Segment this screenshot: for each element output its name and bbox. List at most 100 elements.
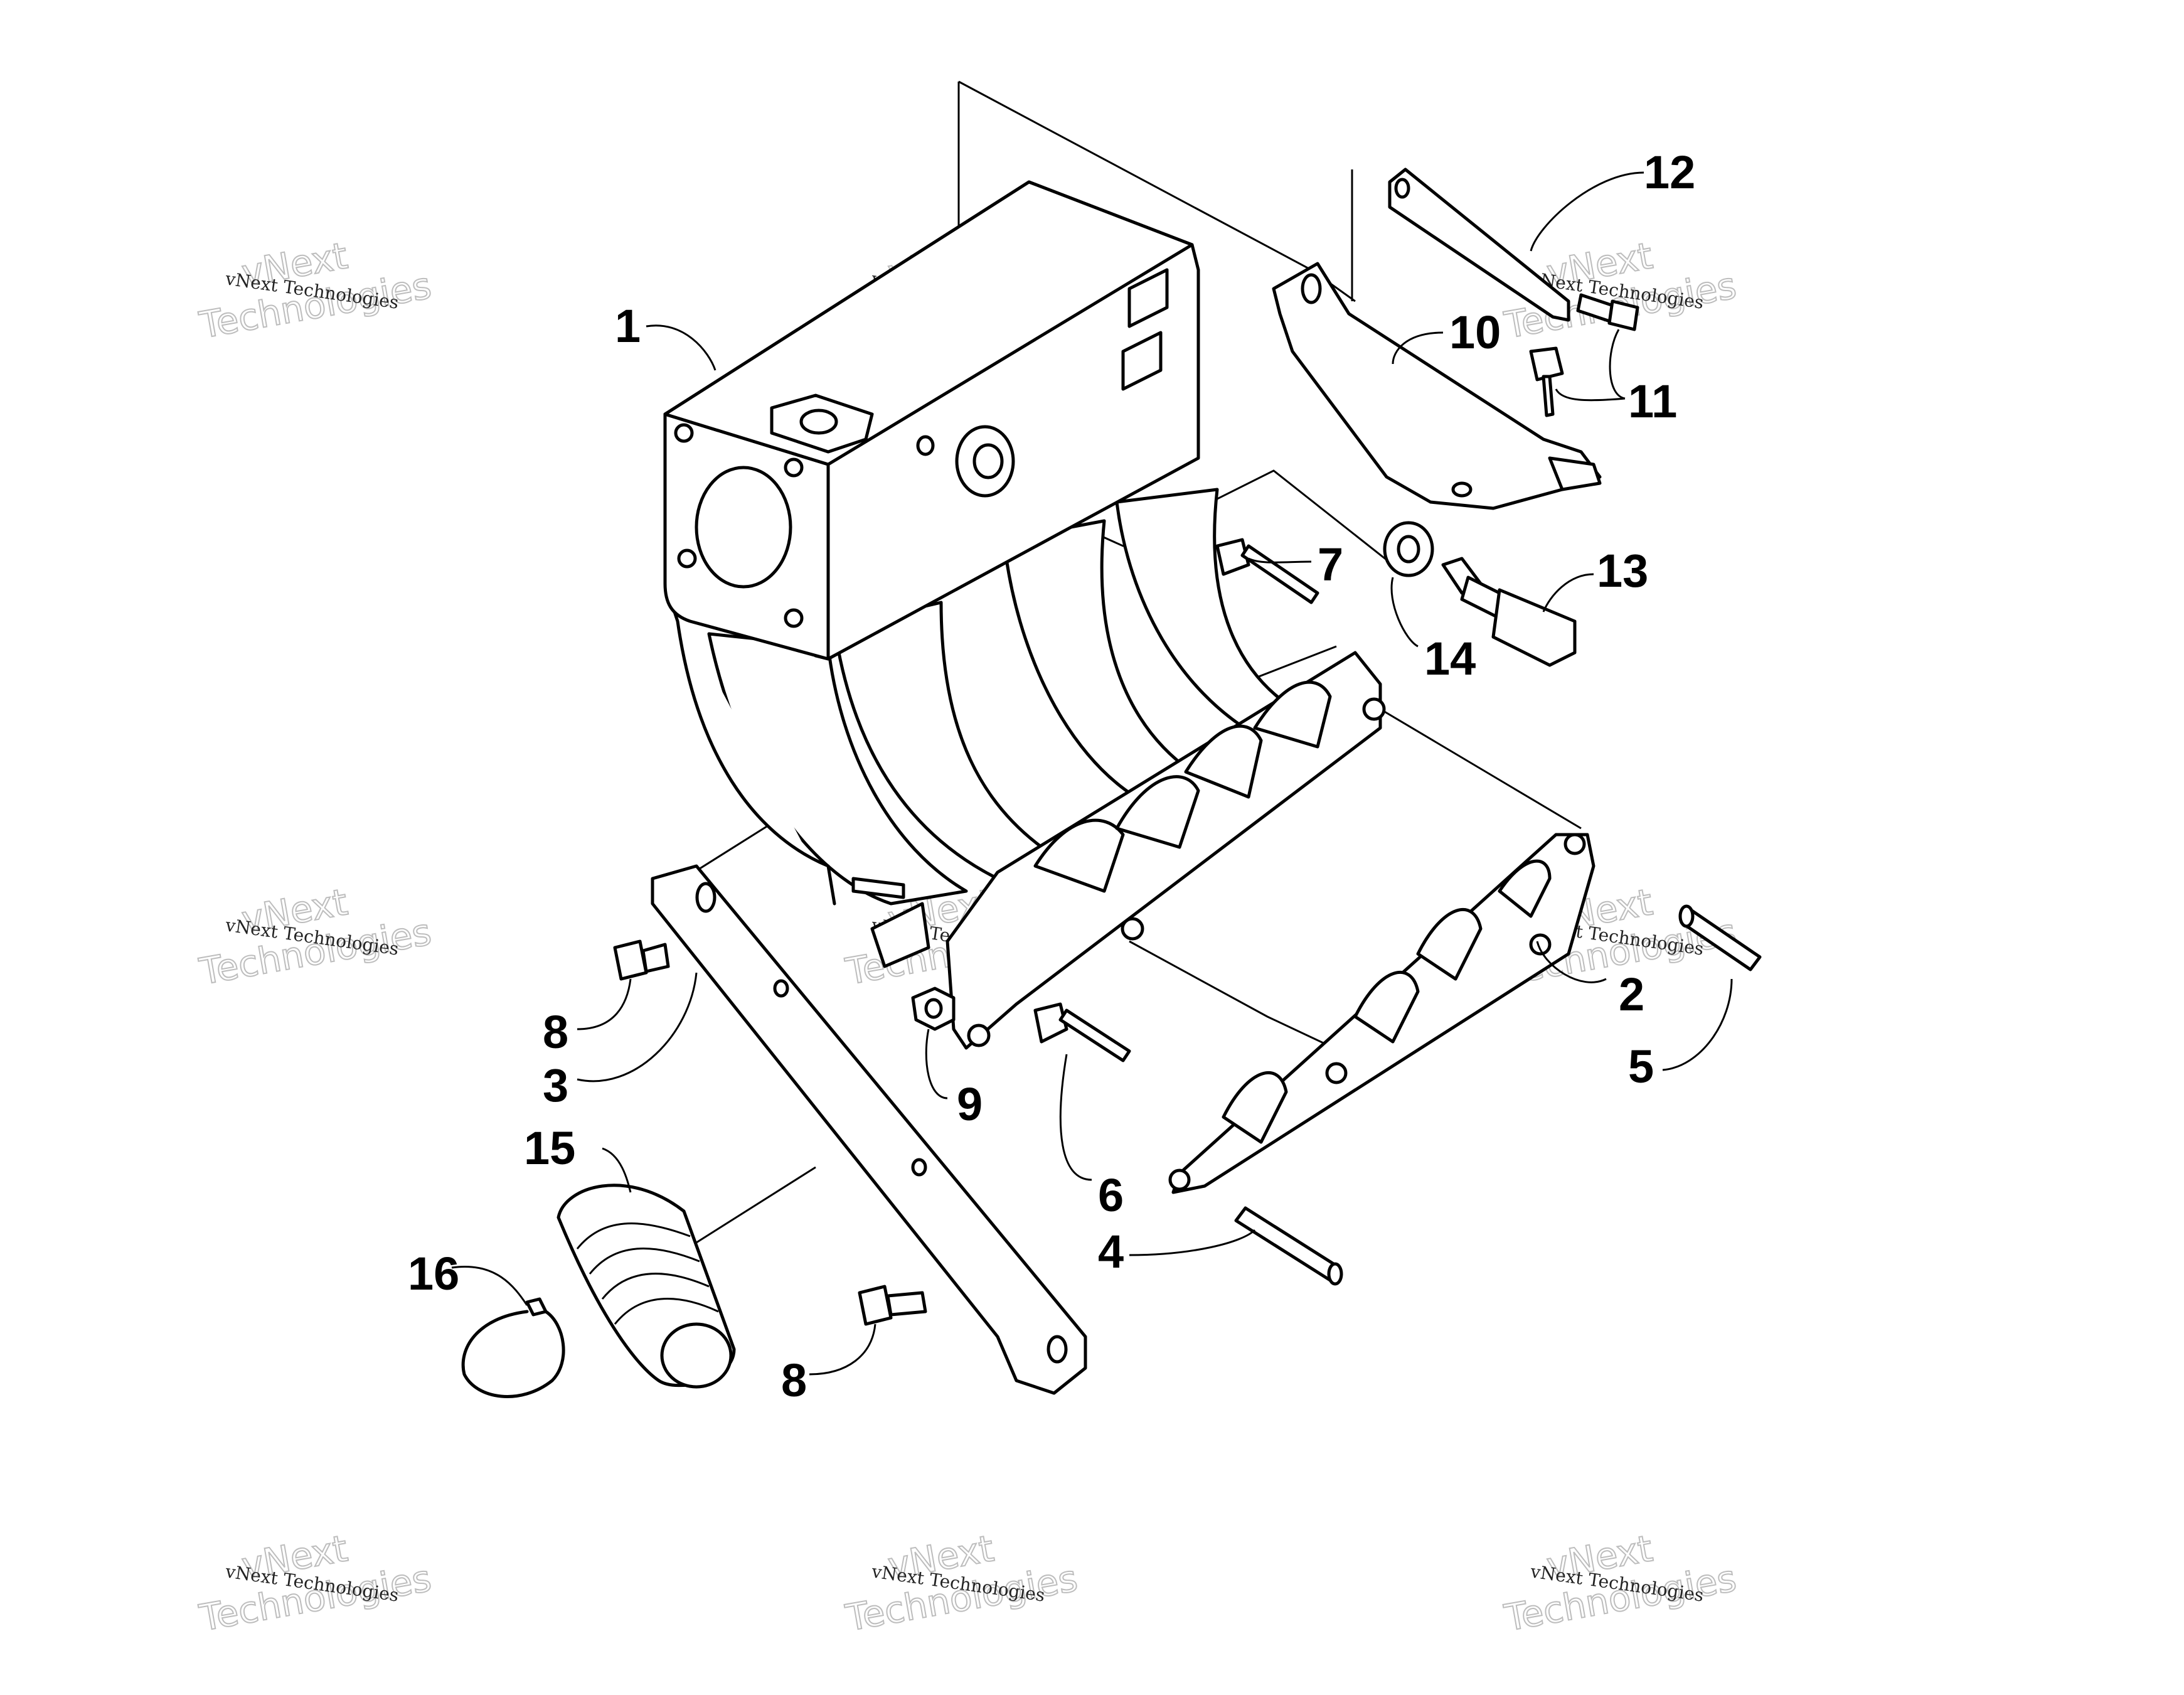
hose-rib bbox=[614, 1298, 719, 1325]
gasket-bolt-hole bbox=[1563, 833, 1586, 855]
manifold-mount-boss bbox=[1121, 331, 1163, 391]
callout-12: 12 bbox=[1644, 146, 1695, 198]
callout-6: 6 bbox=[1098, 1169, 1124, 1221]
bracket-end-hole bbox=[1047, 1335, 1068, 1364]
temperature-sensor bbox=[1441, 557, 1577, 667]
stud-end bbox=[1327, 1262, 1343, 1286]
stud-end bbox=[1678, 904, 1695, 928]
bracket-bolt-lower bbox=[1529, 346, 1564, 417]
hex-nut bbox=[911, 987, 956, 1031]
fitting-body bbox=[870, 902, 930, 968]
callout-8: 8 bbox=[543, 1006, 568, 1058]
flange-bolt-hole bbox=[1362, 697, 1386, 721]
callout-16: 16 bbox=[408, 1248, 459, 1300]
leader-1 bbox=[646, 324, 716, 371]
callout-11: 11 bbox=[1628, 375, 1677, 427]
leader-2 bbox=[1536, 941, 1607, 983]
manifold-flange-port bbox=[1115, 775, 1200, 849]
manifold-mount-boss bbox=[1127, 268, 1169, 328]
gasket-port bbox=[1353, 971, 1420, 1044]
hose-rib bbox=[589, 1248, 700, 1275]
leader-5 bbox=[1662, 978, 1733, 1071]
watermark-bl: vNext Technologies vNext Technologies bbox=[196, 1526, 435, 1640]
manifold-gasket bbox=[1168, 833, 1595, 1194]
gasket-bolt-hole bbox=[1325, 1062, 1348, 1084]
manifold-flange-port bbox=[799, 409, 838, 435]
callout-15: 15 bbox=[524, 1122, 575, 1174]
leader-14 bbox=[1390, 577, 1419, 648]
manifold-bolt-hole bbox=[677, 548, 697, 569]
callout-10: 10 bbox=[1449, 306, 1501, 358]
callout-8: 8 bbox=[781, 1354, 807, 1406]
gasket-port bbox=[1222, 1071, 1288, 1144]
bolt-flange-lower bbox=[1033, 1002, 1131, 1062]
flange-bolt-bottom bbox=[858, 1285, 927, 1326]
bolt-shank bbox=[1058, 1008, 1131, 1062]
bracket-slot bbox=[1301, 273, 1322, 304]
stud-short bbox=[1678, 904, 1762, 971]
leader-12 bbox=[1530, 171, 1644, 252]
leader-10 bbox=[1392, 331, 1444, 365]
manifold-box-top-face bbox=[663, 180, 1194, 466]
gasket-bolt-hole bbox=[1168, 1168, 1191, 1191]
manifold-bolt-hole bbox=[784, 608, 804, 628]
manifold-flange-port bbox=[1253, 680, 1332, 749]
bracket-hole bbox=[1451, 481, 1473, 498]
leader-lines bbox=[451, 171, 1733, 1376]
sealing-washer bbox=[1383, 521, 1434, 577]
leader-6 bbox=[1059, 1054, 1092, 1181]
manifold-bolt-hole bbox=[674, 423, 694, 443]
bracket-slot bbox=[695, 882, 716, 913]
manifold-runner-outline bbox=[663, 582, 836, 906]
leader-15 bbox=[602, 1147, 632, 1193]
bolt-shank bbox=[1542, 375, 1555, 417]
support-bracket-bar bbox=[651, 864, 1087, 1395]
bolt-head bbox=[858, 1285, 893, 1326]
bracket-hole bbox=[911, 1158, 927, 1177]
gasket-port bbox=[1416, 908, 1483, 981]
gasket-port bbox=[1498, 859, 1552, 918]
callout-4: 4 bbox=[1098, 1226, 1124, 1278]
hose-rib bbox=[601, 1273, 710, 1300]
clamp-band bbox=[461, 1310, 565, 1398]
manifold-flange-port bbox=[1033, 818, 1125, 893]
manifold-flange-port bbox=[1184, 724, 1263, 799]
bolt-shank bbox=[641, 943, 670, 973]
callout-9: 9 bbox=[957, 1078, 983, 1130]
stud-shaft bbox=[1234, 1206, 1341, 1282]
callout-1: 1 bbox=[615, 300, 641, 352]
leader-13 bbox=[1542, 573, 1594, 612]
flange-bolt-hole bbox=[1121, 917, 1144, 941]
leader-8a bbox=[577, 978, 632, 1030]
manifold-sensor-port bbox=[972, 443, 1004, 479]
manifold-lower-flange bbox=[946, 651, 1386, 1050]
gasket-bolt-hole bbox=[1529, 933, 1552, 956]
vacuum-hose bbox=[557, 1184, 736, 1389]
support-bracket bbox=[651, 864, 1087, 1395]
leader-8b bbox=[809, 1323, 876, 1376]
callout-2: 2 bbox=[1619, 968, 1644, 1020]
bolt-head bbox=[613, 939, 648, 981]
leader-9 bbox=[925, 1029, 948, 1099]
callout-labels: 1 2 3 4 5 6 7 8 8 9 10 11 12 13 14 15 16 bbox=[408, 146, 1695, 1406]
manifold-bolt-hole bbox=[784, 457, 804, 478]
intake-manifold-housing bbox=[663, 180, 1307, 906]
hose-rib bbox=[576, 1222, 691, 1249]
watermark-br: vNext Technologies vNext Technologies bbox=[1501, 1526, 1740, 1640]
flange-bolt-hole bbox=[967, 1024, 991, 1047]
bolt-head bbox=[1607, 299, 1639, 331]
leader-11 bbox=[1555, 329, 1626, 402]
flange-bolt-left bbox=[613, 939, 670, 981]
leader-16 bbox=[451, 1266, 528, 1306]
bolt-head bbox=[1033, 1002, 1068, 1044]
stud-long bbox=[1234, 1206, 1343, 1286]
callout-7: 7 bbox=[1318, 538, 1343, 591]
callout-13: 13 bbox=[1597, 545, 1648, 597]
bolt-head bbox=[1529, 346, 1564, 382]
hose-end bbox=[660, 1322, 733, 1389]
leader-4 bbox=[1129, 1229, 1256, 1256]
bracket-hole bbox=[773, 979, 789, 998]
vacuum-fitting bbox=[851, 877, 930, 968]
bolt-head bbox=[1215, 538, 1250, 576]
